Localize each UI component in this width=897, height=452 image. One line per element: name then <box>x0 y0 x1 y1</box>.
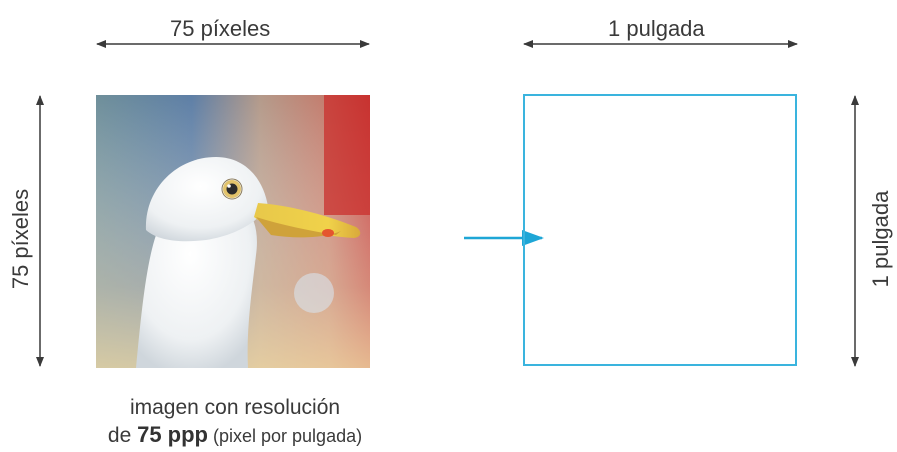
caption: imagen con resolución de 75 ppp (pixel p… <box>60 394 410 450</box>
caption-line-1: imagen con resolución <box>129 396 341 419</box>
caption-unit-note: (pixel por pulgada) <box>208 426 363 446</box>
seagull-photo <box>96 95 370 368</box>
right-height-label: 1 pulgada <box>868 190 893 288</box>
caption-prefix: de <box>107 424 138 447</box>
caption-resolution-value: 75 ppp <box>137 422 208 447</box>
left-width-label: 75 píxeles <box>170 16 271 41</box>
right-width-label: 1 pulgada <box>608 16 705 41</box>
left-height-label: 75 píxeles <box>8 188 33 290</box>
one-inch-square <box>523 94 797 366</box>
caption-line-2: de 75 ppp (pixel por pulgada) <box>60 421 410 450</box>
